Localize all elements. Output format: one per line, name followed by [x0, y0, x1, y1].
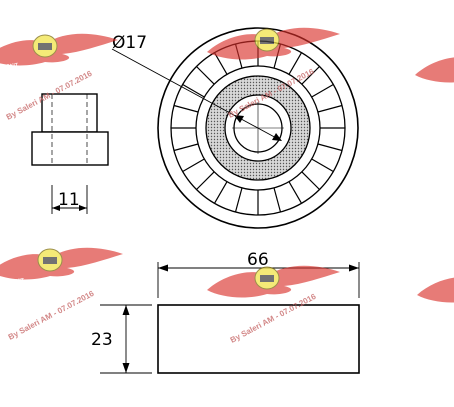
spoke-rib [196, 66, 215, 85]
front-view: Ø17 [111, 27, 359, 229]
watermark-bottom-left: AUTOKIT By Saleri AM - 07.07.2016 [0, 247, 124, 342]
diameter-leader-line [111, 48, 281, 141]
leader-arrow-upper [234, 115, 244, 123]
outer-rim-circle [157, 27, 359, 229]
pulley-side-rect [157, 304, 360, 374]
pulley-width-label: 23 [91, 330, 113, 350]
spoke-rib [213, 52, 228, 75]
hub-side-view [31, 93, 109, 214]
watermark-top-right [414, 50, 454, 83]
spoke-rib [311, 158, 334, 173]
spoke-rib [301, 66, 320, 85]
spoke-rib [301, 171, 320, 190]
spoke-rib [173, 143, 199, 152]
hub-shaft-rect [41, 93, 98, 133]
svg-text:AUTOKIT: AUTOKIT [0, 62, 18, 71]
spoke-rib [317, 104, 343, 113]
watermark-bottom-right [416, 270, 454, 303]
inner-diameter-label: Ø17 [112, 33, 147, 53]
spoke-rib [288, 181, 303, 204]
svg-text:AUTOKIT: AUTOKIT [2, 277, 25, 286]
spoke-rib [311, 83, 334, 98]
pulley-side-view [100, 262, 360, 374]
spoke-ribs [171, 41, 345, 215]
spoke-rib [234, 187, 243, 213]
spoke-rib [182, 158, 205, 173]
leader-arrow-lower [272, 133, 282, 141]
spoke-rib [288, 52, 303, 75]
spoke-rib [182, 83, 205, 98]
hub-width-label: 11 [58, 190, 80, 210]
spoke-rib [173, 104, 199, 113]
spoke-rib [213, 181, 228, 204]
spoke-rib [273, 187, 282, 213]
hub-flange-rect [31, 131, 109, 166]
outer-diameter-label: 66 [247, 250, 269, 270]
spoke-rib [196, 171, 215, 190]
spoke-rib [317, 143, 343, 152]
watermark-text: By Saleri AM - 07.07.2016 [7, 289, 96, 342]
